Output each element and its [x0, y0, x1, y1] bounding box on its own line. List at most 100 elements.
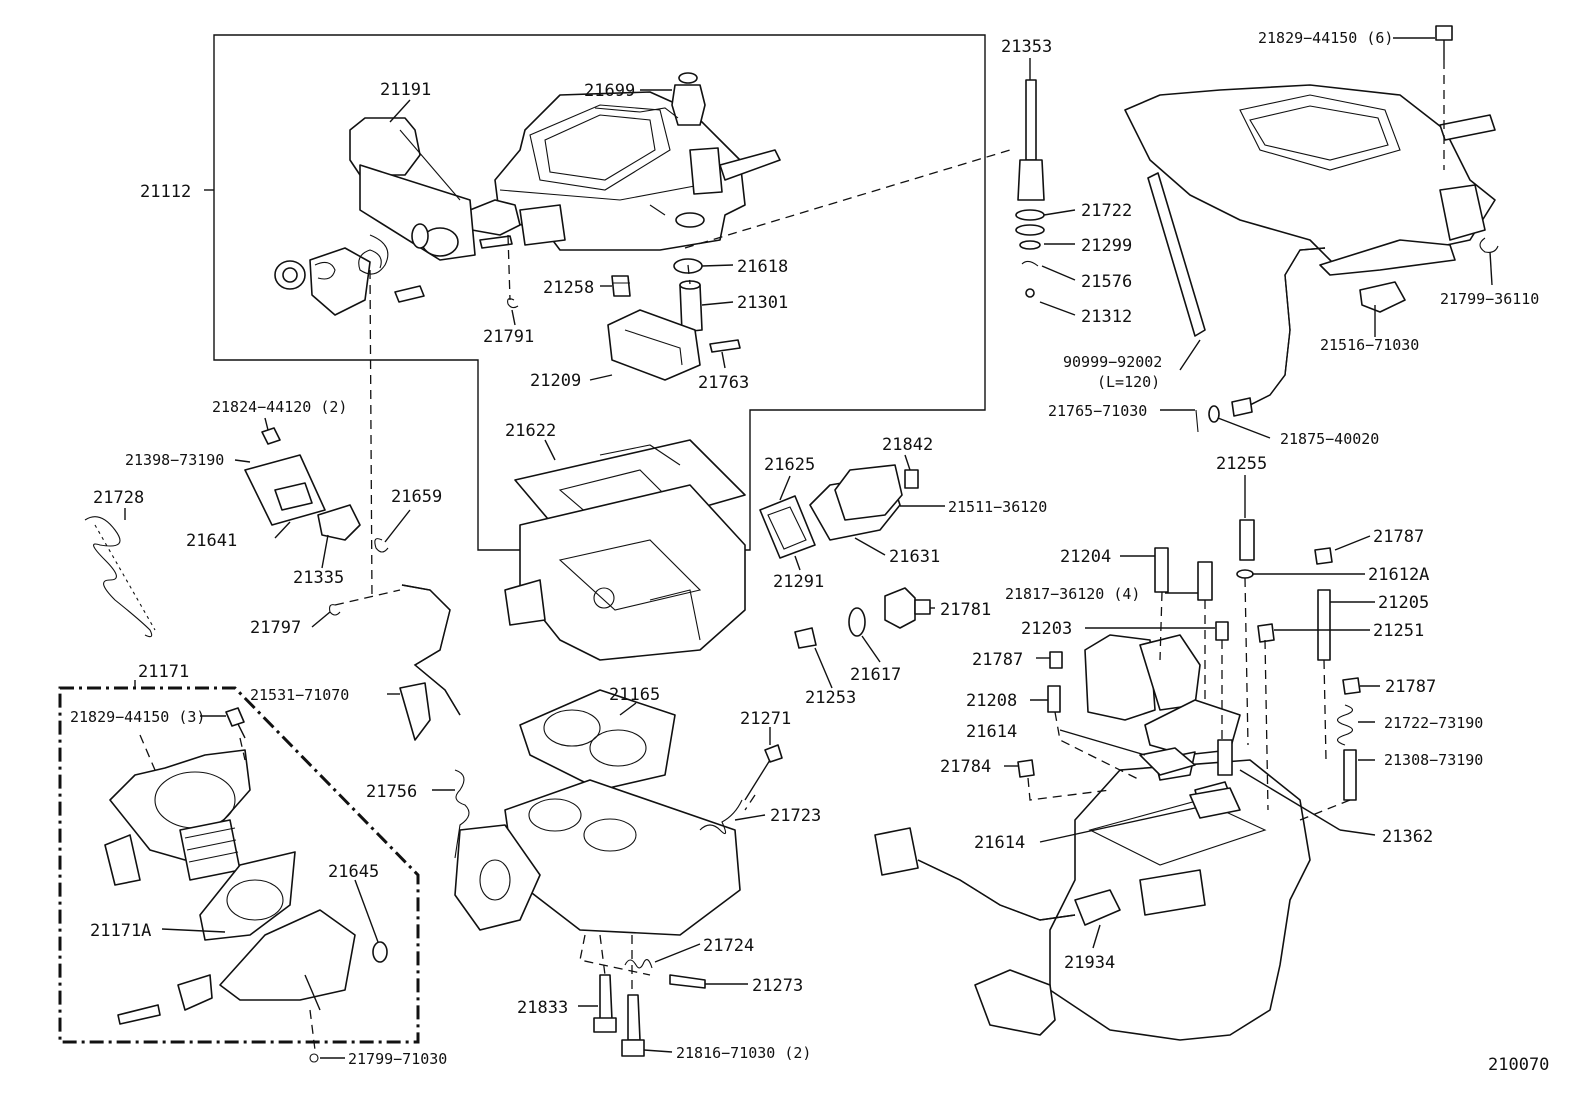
label-21531-71070: 21531−71070	[250, 686, 349, 704]
gaskets-21614	[1139, 747, 1241, 819]
clip-21791	[507, 298, 519, 309]
label-21576: 21576	[1081, 272, 1132, 292]
washer-21875	[1208, 405, 1220, 423]
label-21308-73190: 21308−73190	[1384, 751, 1483, 769]
label-21112: 21112	[140, 182, 191, 202]
guide-line	[139, 734, 156, 771]
label-21641: 21641	[186, 531, 237, 551]
bracket-21398-21641	[244, 454, 361, 541]
leader-lines	[124, 37, 1493, 1059]
label-21618: 21618	[737, 257, 788, 277]
clip-21659	[374, 538, 389, 553]
spring-21728	[84, 516, 156, 638]
label-21842: 21842	[882, 435, 933, 455]
label-21763: 21763	[698, 373, 749, 393]
pipe-right	[1231, 247, 1326, 417]
guide-line	[1264, 639, 1269, 811]
label-21724: 21724	[703, 936, 754, 956]
label-21516-71030: 21516−71030	[1320, 336, 1419, 354]
spring-21756	[454, 769, 470, 859]
screw-21258	[611, 275, 631, 297]
guide-line	[309, 1009, 316, 1051]
gasket-21165	[519, 689, 676, 791]
clip-21799-71030	[309, 1053, 319, 1063]
plug-21253	[794, 627, 817, 649]
pipe-21531	[399, 584, 461, 741]
label-21797: 21797	[250, 618, 301, 638]
label-21781: 21781	[940, 600, 991, 620]
label-21205: 21205	[1378, 593, 1429, 613]
label-21787-c: 21787	[1385, 677, 1436, 697]
screws-right	[1017, 519, 1361, 801]
label-21255: 21255	[1216, 454, 1267, 474]
label-21171: 21171	[138, 662, 189, 682]
label-21799-36110: 21799−36110	[1440, 290, 1539, 308]
label-21875-40020: 21875−40020	[1280, 430, 1379, 448]
label-21824-44120-2: 21824−44120 (2)	[212, 398, 347, 416]
diagram-code: 210070	[1488, 1055, 1549, 1075]
cover-21645	[219, 909, 388, 1011]
guide-line	[599, 934, 606, 976]
guide-line	[687, 264, 691, 285]
label-21335: 21335	[293, 568, 344, 588]
choke-linkage-parts	[274, 234, 425, 316]
label-21765-71030: 21765−71030	[1048, 402, 1147, 420]
label-21353: 21353	[1001, 37, 1052, 57]
label-21209: 21209	[530, 371, 581, 391]
label-21165: 21165	[609, 685, 660, 705]
label-21833: 21833	[517, 998, 568, 1018]
label-21253: 21253	[805, 688, 856, 708]
diaphragm-21171A	[199, 851, 296, 941]
spring-21723	[699, 799, 743, 835]
guide-line	[684, 149, 1011, 249]
label-21622: 21622	[505, 421, 556, 441]
label-21398-73190: 21398−73190	[125, 451, 224, 469]
guide-line	[1323, 659, 1327, 761]
guide-line	[507, 234, 511, 301]
guide-line	[579, 934, 651, 976]
label-21171A: 21171A	[90, 921, 151, 941]
part-labels: 21353 21829−44150 (6) 21191 21699 21112 …	[70, 29, 1549, 1075]
washer-21617	[848, 607, 866, 637]
guide-line	[334, 589, 401, 606]
label-21829-44150-6: 21829−44150 (6)	[1258, 29, 1393, 47]
bracket-21209	[607, 309, 741, 381]
label-90999-length: (L=120)	[1097, 373, 1160, 391]
label-21787-a: 21787	[1373, 527, 1424, 547]
label-21699: 21699	[584, 81, 635, 101]
pin-21765	[1195, 409, 1199, 433]
label-21362: 21362	[1382, 827, 1433, 847]
label-21728: 21728	[93, 488, 144, 508]
guide-line	[1299, 799, 1351, 821]
label-21614-a: 21614	[966, 722, 1017, 742]
guide-line	[1027, 777, 1111, 801]
label-21723: 21723	[770, 806, 821, 826]
label-21799-71030: 21799−71030	[348, 1050, 447, 1068]
label-21291: 21291	[773, 572, 824, 592]
bolt-21824	[261, 427, 281, 445]
hose-90999	[1147, 172, 1206, 337]
diaphragm-housing-21171	[104, 749, 251, 886]
label-21299: 21299	[1081, 236, 1132, 256]
clip-21799-36110	[1479, 237, 1499, 253]
label-21301: 21301	[737, 293, 788, 313]
label-21271: 21271	[740, 709, 791, 729]
label-21273: 21273	[752, 976, 803, 996]
bolt-21833	[593, 974, 617, 1033]
heat-insulator-21511-21631	[809, 464, 919, 541]
label-21204: 21204	[1060, 547, 1111, 567]
solenoid-21301	[679, 280, 703, 333]
label-21511-36120: 21511−36120	[948, 498, 1047, 516]
bolt-21829-3	[225, 707, 246, 739]
label-21631: 21631	[889, 547, 940, 567]
label-21617: 21617	[850, 665, 901, 685]
label-21816-71030-2: 21816−71030 (2)	[676, 1044, 811, 1062]
carburetor-body	[504, 484, 746, 661]
label-21208: 21208	[966, 691, 1017, 711]
label-21784: 21784	[940, 757, 991, 777]
guide-line	[1159, 591, 1163, 661]
label-21625: 21625	[764, 455, 815, 475]
label-21659: 21659	[391, 487, 442, 507]
